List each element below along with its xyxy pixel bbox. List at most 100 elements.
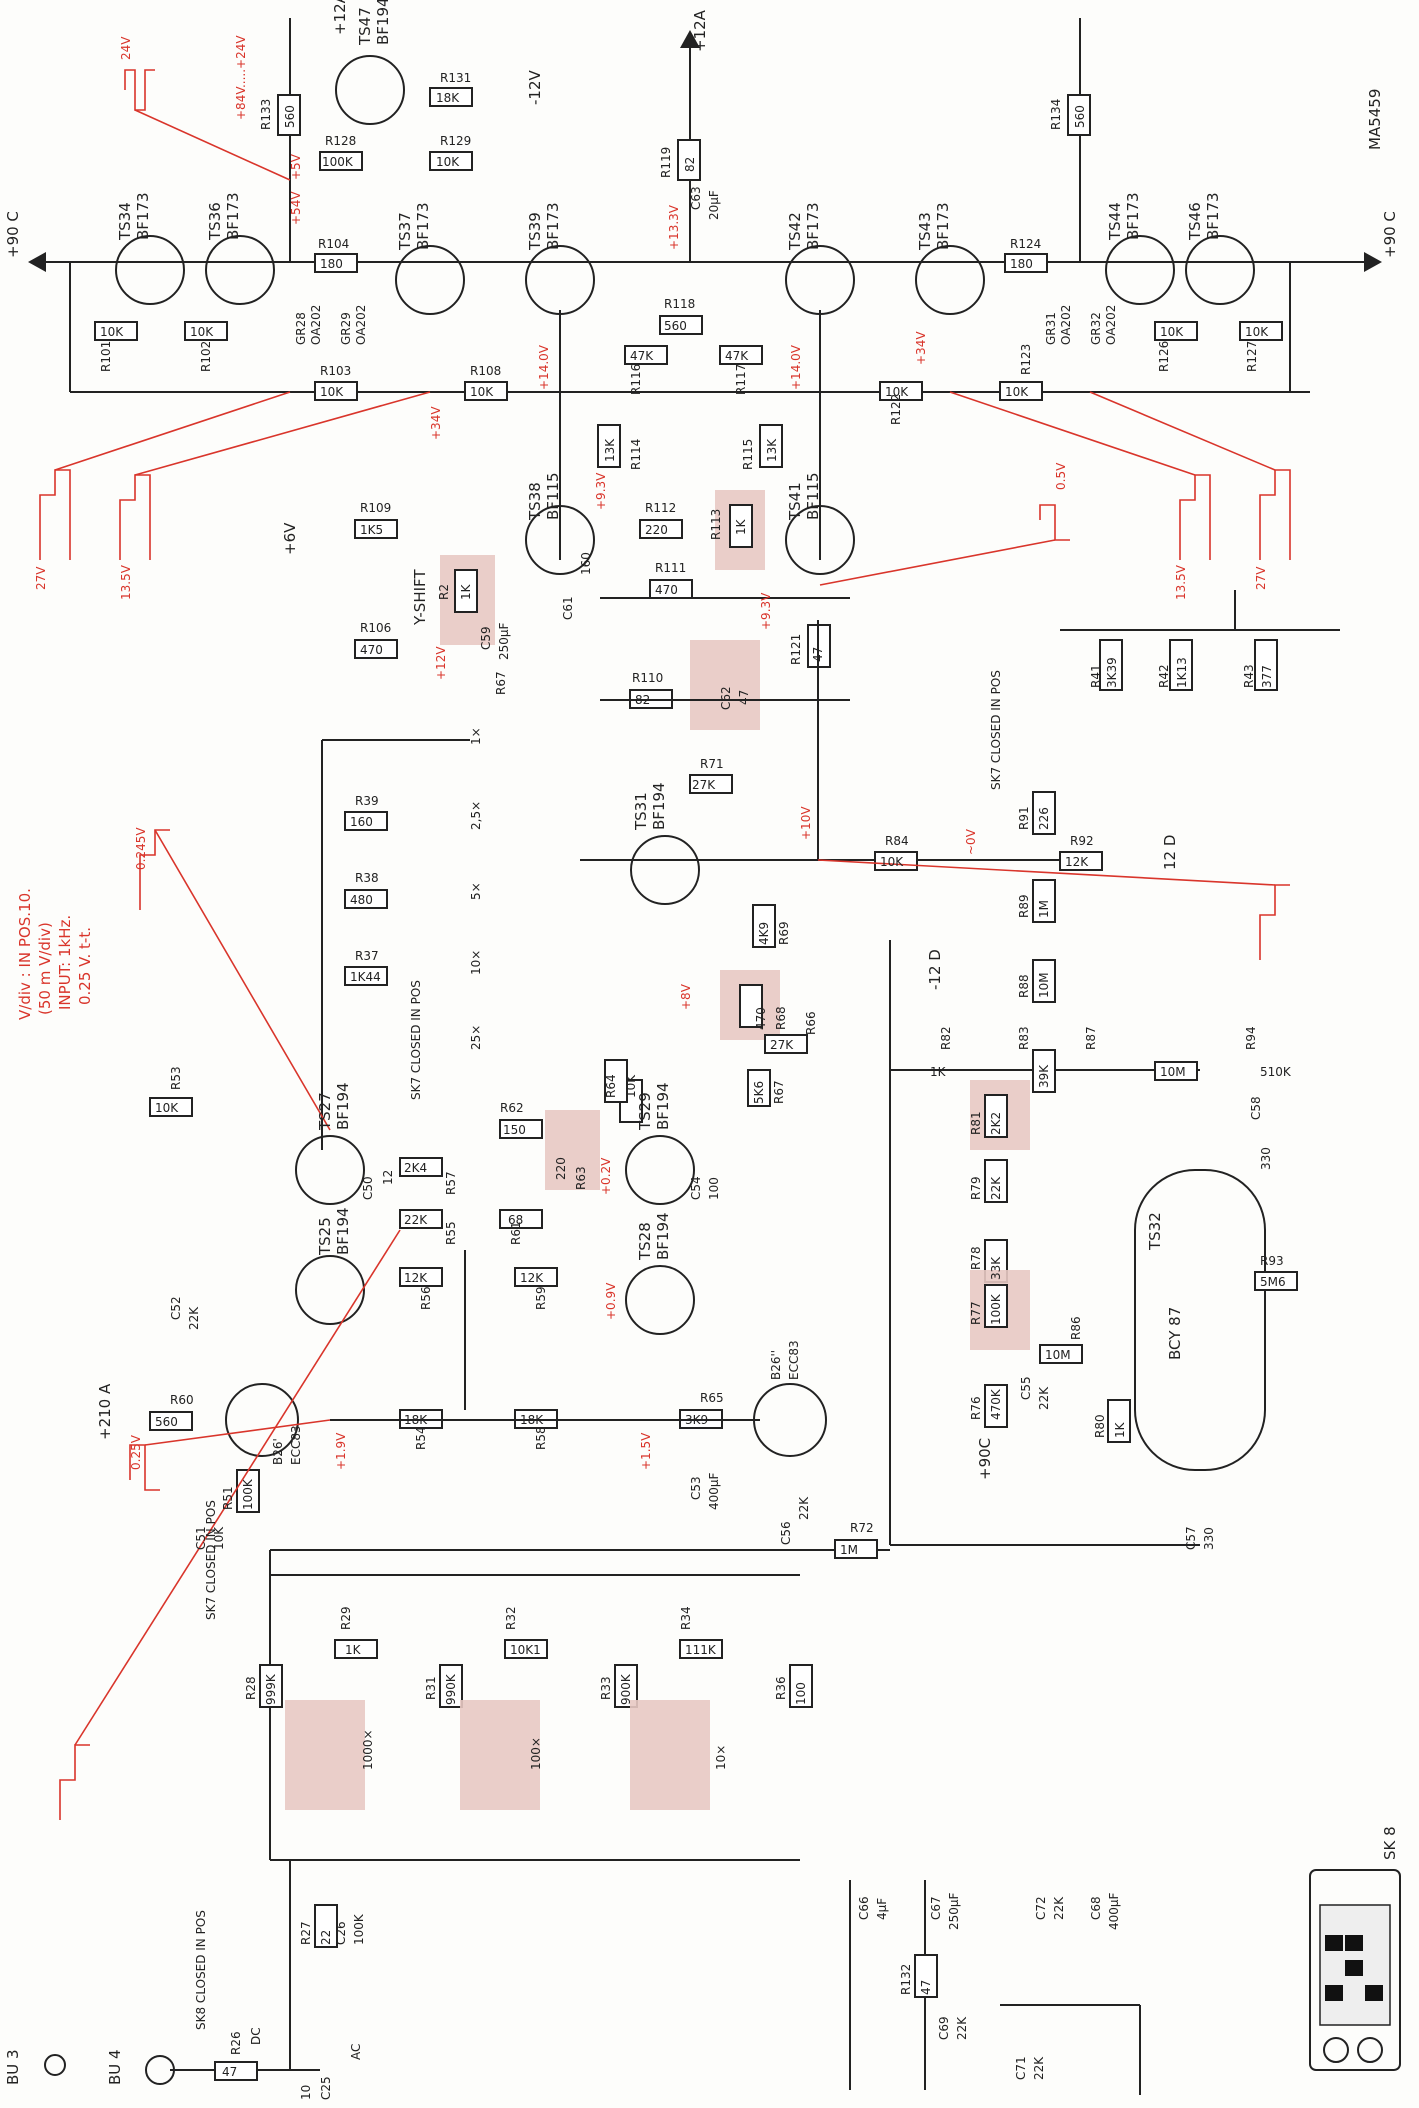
r53-value: 10K: [155, 1101, 179, 1115]
r77-value: 100K: [989, 1293, 1003, 1325]
annot-0-2v: +0.2V: [599, 1157, 613, 1195]
r114-ref: R114: [629, 439, 643, 470]
c69-ref: C69: [937, 2016, 951, 2040]
r93-ref: R93: [1260, 1254, 1284, 1268]
r103-value: 10K: [320, 385, 344, 399]
c69-value: 22K: [955, 2016, 969, 2040]
bcy87-block: [889, 940, 1298, 1546]
r89-ref: R89: [1017, 894, 1031, 918]
annot-27v-b: 27V: [1254, 566, 1268, 590]
top-resistors: [94, 87, 1283, 401]
r43-value: 377: [1260, 665, 1274, 688]
ts32-ref: TS32: [1146, 1212, 1164, 1251]
c58-value: 330: [1259, 1147, 1273, 1170]
r57-ref: R57: [444, 1171, 458, 1195]
r116-ref: R116: [629, 364, 643, 395]
c62-ref: C62: [719, 686, 733, 710]
annot-0-25v: 0.25V: [129, 1434, 143, 1470]
sk8-box-label: SK 8: [1381, 1826, 1399, 1860]
terminal-210a: +210 A: [96, 1383, 114, 1440]
c56-value: 22K: [797, 1496, 811, 1520]
gr29-ref: GR29: [339, 312, 353, 345]
ts38-ref: TS38: [526, 482, 544, 521]
r43-ref: R43: [1242, 664, 1256, 688]
gr29-type: OA202: [354, 305, 368, 345]
ts44-type: BF173: [1124, 192, 1142, 240]
r36-ref: R36: [774, 1676, 788, 1700]
r134-ref: R134: [1049, 99, 1063, 130]
r26-ref: R26: [229, 2031, 243, 2055]
r131-ref: R131: [440, 71, 471, 85]
ts27-ref: TS27: [316, 1092, 334, 1131]
r54-ref: R54: [414, 1426, 428, 1450]
r76-value: 470K: [989, 1388, 1003, 1420]
r55-value: 22K: [404, 1213, 428, 1227]
r110-value: 82: [635, 693, 650, 707]
r111-ref: R111: [655, 561, 686, 575]
ts31-type: BF194: [650, 782, 668, 830]
r38-value: 480: [350, 893, 373, 907]
ts25-type: BF194: [334, 1207, 352, 1255]
annot-12v: +12V: [434, 646, 448, 680]
r124-ref: R124: [1010, 237, 1041, 251]
dc-label: DC: [249, 2027, 263, 2045]
c63-value: 20µF: [707, 190, 721, 220]
annot-13-3v: +13.3V: [667, 204, 681, 250]
ts29-ref: TS29: [636, 1092, 654, 1131]
r71-value: 27K: [692, 778, 716, 792]
c57-ref: C57: [1184, 1526, 1198, 1550]
r86-ref: R86: [1069, 1316, 1083, 1340]
r42-ref: R42: [1157, 664, 1171, 688]
r64-value: 10K: [624, 1074, 638, 1098]
r27-value: 22: [319, 1930, 333, 1945]
r88-ref: R88: [1017, 974, 1031, 998]
gr32-type: OA202: [1104, 305, 1118, 345]
r117-ref: R117: [734, 364, 748, 395]
r109-value: 1K5: [360, 523, 383, 537]
rail-label-right: +90 C: [1381, 211, 1399, 258]
r78-ref: R78: [969, 1246, 983, 1270]
annot-1-5v: +1.5V: [639, 1432, 653, 1470]
r32-value: 10K1: [510, 1643, 541, 1657]
r62-value: 150: [503, 1123, 526, 1137]
r119-value: 82: [683, 157, 697, 172]
r72-value: 1M: [840, 1543, 858, 1557]
r81-value: 2K2: [989, 1112, 1003, 1135]
r42-value: 1K13: [1175, 657, 1189, 688]
r93-value: 5M6: [1260, 1275, 1286, 1289]
r118-value: 560: [664, 319, 687, 333]
annot-input: INPUT: 1kHz.: [56, 915, 74, 1010]
r82-ref: R82: [939, 1026, 953, 1050]
gr28-type: OA202: [309, 305, 323, 345]
r31-ref: R31: [424, 1676, 438, 1700]
r108-value: 10K: [470, 385, 494, 399]
range-2-5x: 2,5×: [469, 801, 483, 830]
r83-ref: R83: [1017, 1026, 1031, 1050]
drawing-id: MA5459: [1366, 89, 1384, 150]
r121-ref: R121: [789, 634, 803, 665]
annot-14v-b: +14.0V: [789, 344, 803, 390]
r32-ref: R32: [504, 1606, 518, 1630]
range-resistors-left: [321, 739, 470, 1150]
r39-value: 160: [350, 815, 373, 829]
r110-ref: R110: [632, 671, 663, 685]
r58-value: 18K: [520, 1413, 544, 1427]
y-shift-label: Y-SHIFT: [411, 569, 429, 626]
gr28-ref: GR28: [294, 312, 308, 345]
ts43-ref: TS43: [916, 212, 934, 251]
r134-value: 560: [1073, 105, 1087, 128]
second-rail: [69, 262, 1310, 393]
c25-value: 10: [299, 2085, 313, 2100]
terminal-r67: R67: [494, 671, 508, 695]
c58-ref: C58: [1249, 1096, 1263, 1120]
r132-value: 47: [919, 1980, 933, 1995]
rail-label-12a: +12A: [691, 9, 709, 52]
rail-label-minus12v: -12V: [526, 70, 544, 105]
r57-value: 2K4: [404, 1161, 427, 1175]
r115-ref: R115: [741, 439, 755, 470]
annot-mv-div: (50 m V/div): [36, 922, 54, 1015]
annot-34v-a: +34V: [429, 406, 443, 440]
r68-ref: R68: [774, 1006, 788, 1030]
r78-value: 33K: [989, 1256, 1003, 1280]
